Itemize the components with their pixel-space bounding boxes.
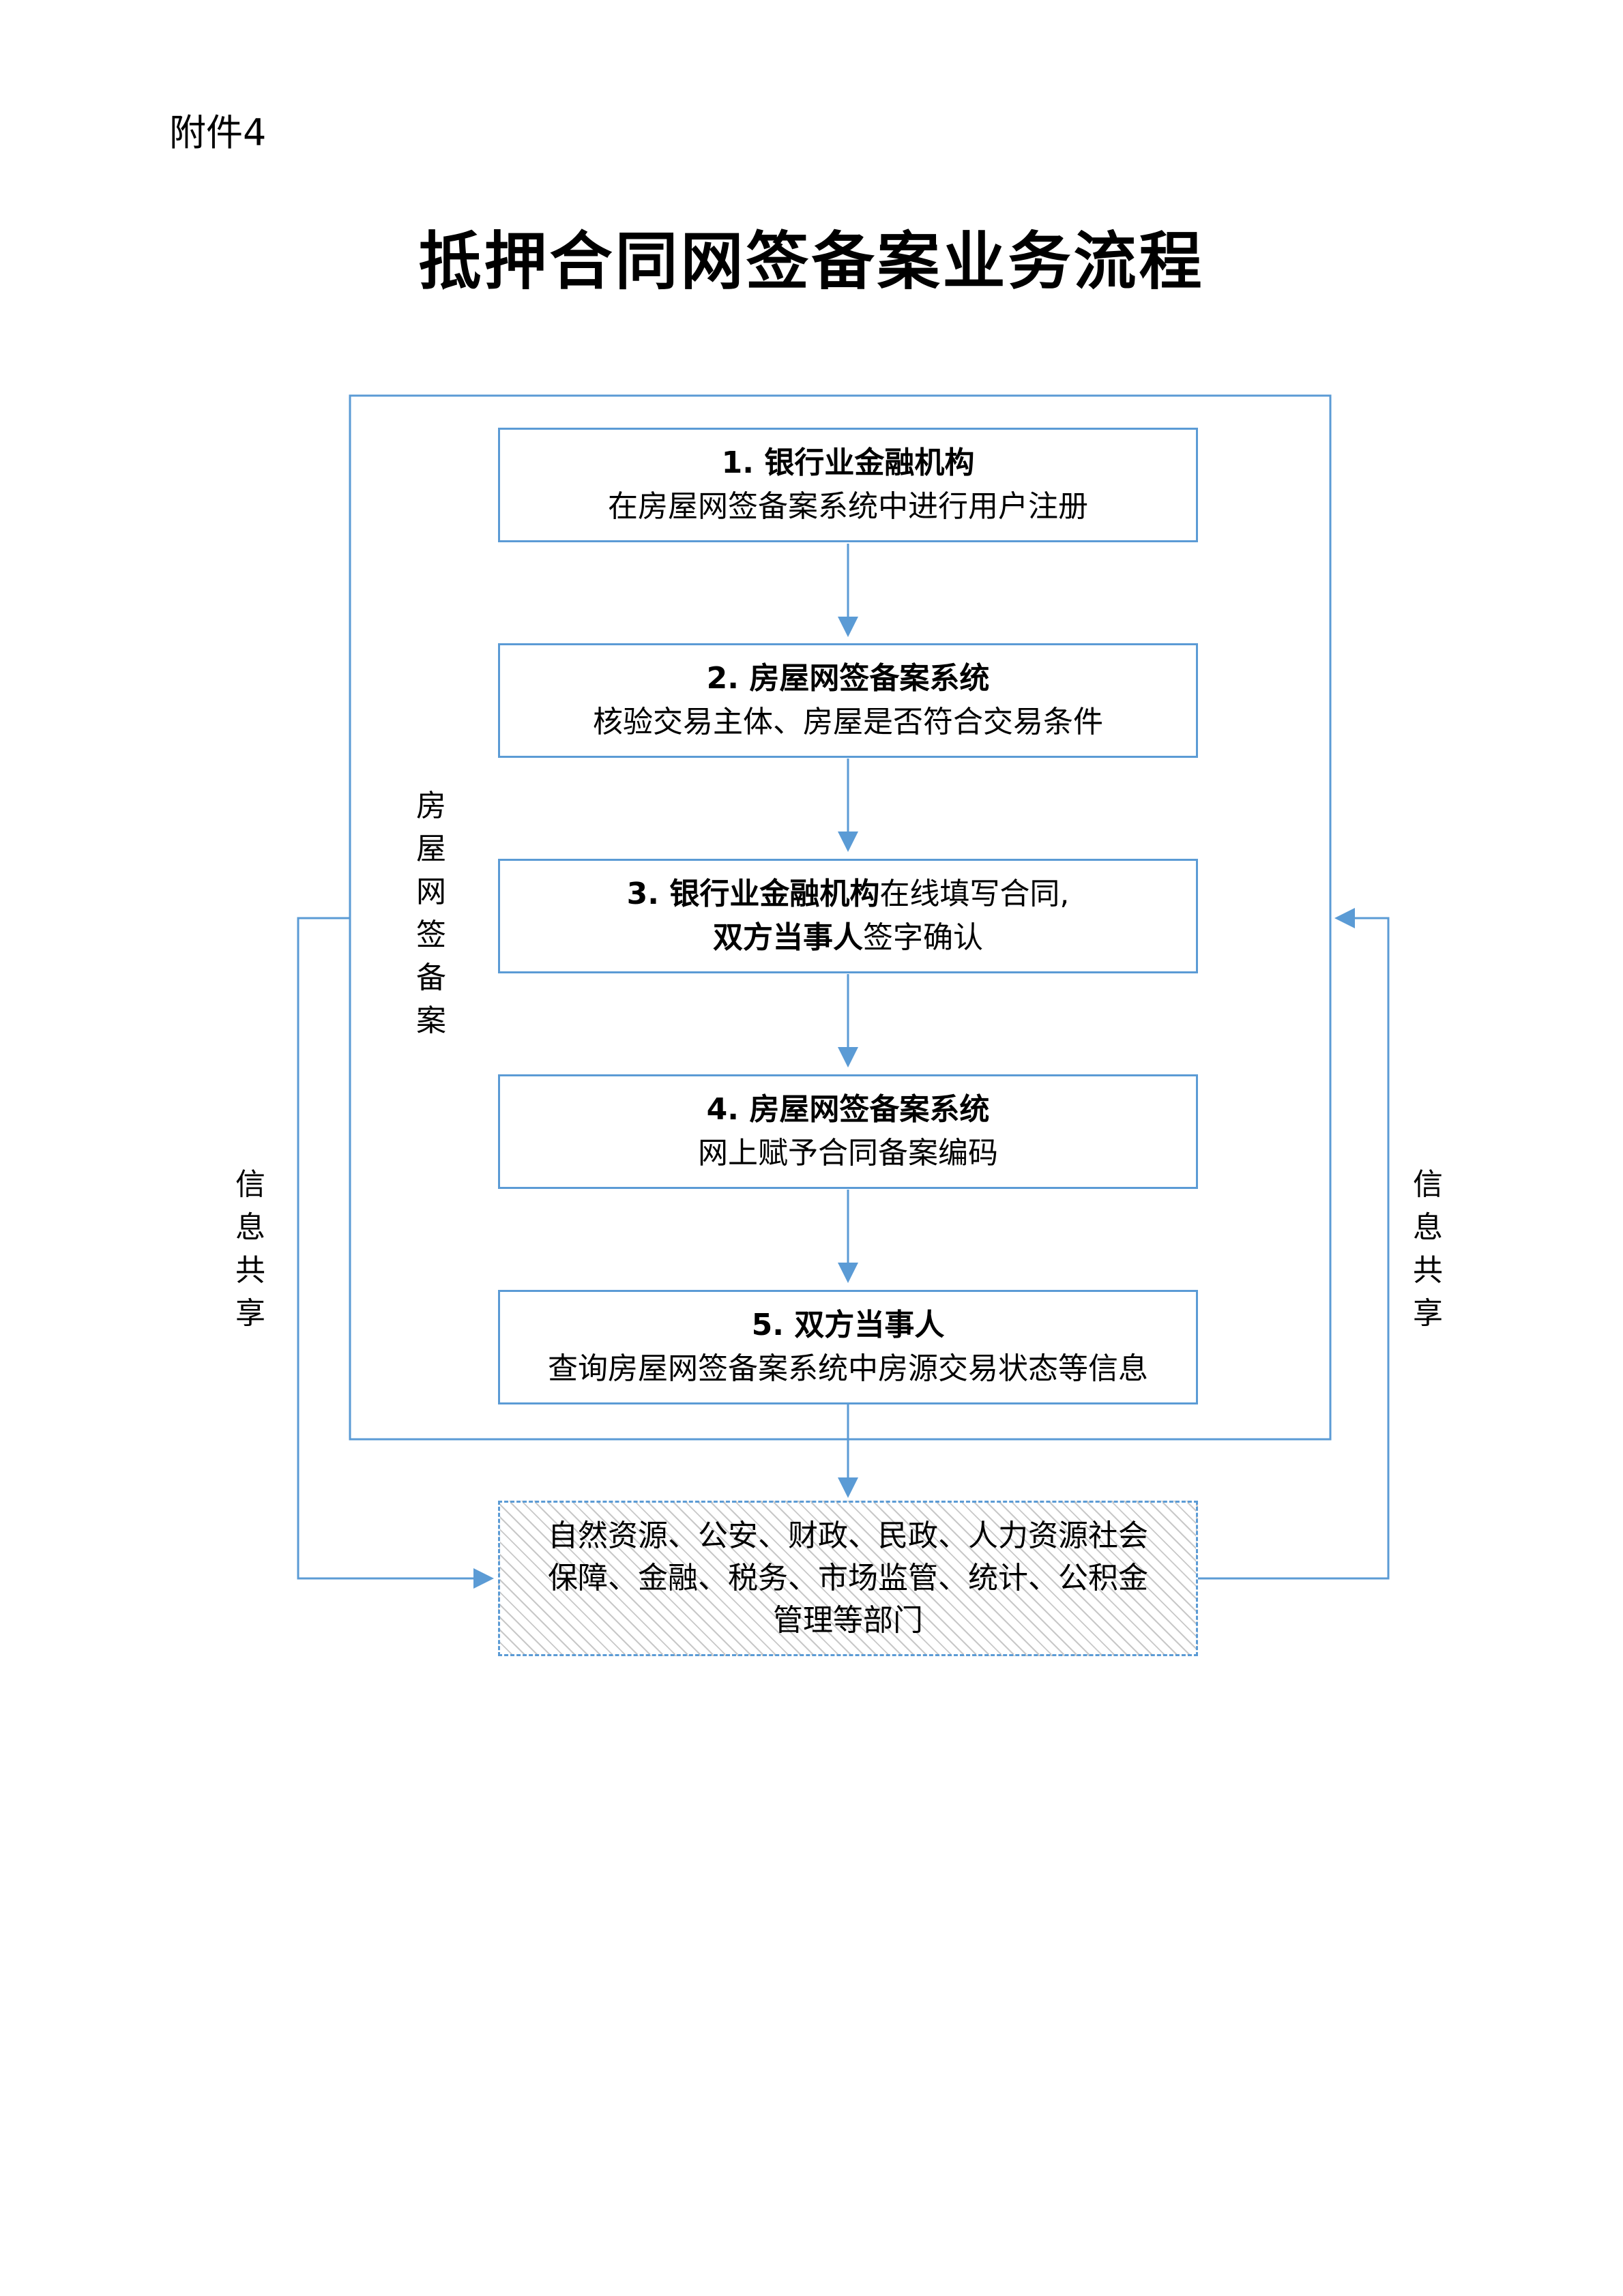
right-info-share-path — [1198, 908, 1390, 1580]
departments-line-1: 自然资源、公安、财政、民政、人力资源社会 — [548, 1518, 1148, 1553]
step-3-actor: 3. 银行业金融机构 — [626, 877, 880, 911]
page-title: 抵押合同网签备案业务流程 — [418, 225, 1205, 298]
step-4-desc: 网上赋予合同备案编码 — [698, 1136, 998, 1171]
step-3-parties: 双方当事人 — [713, 920, 863, 955]
step-3-line1: 3. 银行业金融机构在线填写合同, — [627, 872, 1070, 916]
step-3-confirm: 签字确认 — [863, 920, 983, 955]
left-info-share-path — [297, 917, 494, 1589]
step-2-box: 2. 房屋网签备案系统 核验交易主体、房屋是否符合交易条件 — [498, 643, 1198, 758]
step-2-desc: 核验交易主体、房屋是否符合交易条件 — [593, 705, 1103, 739]
step-5-box: 5. 双方当事人 查询房屋网签备案系统中房源交易状态等信息 — [498, 1290, 1198, 1404]
departments-line-3: 管理等部门 — [773, 1603, 923, 1638]
step-5-title: 5. 双方当事人 — [751, 1308, 945, 1342]
info-share-left-label: 信息共享 — [235, 1167, 265, 1331]
step-1-title: 1. 银行业金融机构 — [721, 445, 975, 480]
step-3-action: 在线填写合同, — [879, 877, 1070, 911]
side-label-house-system: 房屋网签备案 — [416, 789, 446, 1038]
step-5-desc: 查询房屋网签备案系统中房源交易状态等信息 — [548, 1351, 1148, 1386]
info-share-right-label: 信息共享 — [1413, 1167, 1443, 1331]
step-1-desc: 在房屋网签备案系统中进行用户注册 — [608, 489, 1088, 524]
step-4-box: 4. 房屋网签备案系统 网上赋予合同备案编码 — [498, 1074, 1198, 1189]
step-4-title: 4. 房屋网签备案系统 — [706, 1092, 990, 1127]
step-3-line2: 双方当事人签字确认 — [713, 916, 983, 960]
attachment-label: 附件4 — [169, 111, 267, 154]
departments-line-2: 保障、金融、税务、市场监管、统计、公积金 — [548, 1561, 1148, 1595]
departments-text: 自然资源、公安、财政、民政、人力资源社会 保障、金融、税务、市场监管、统计、公积… — [541, 1515, 1155, 1642]
step-3-box: 3. 银行业金融机构在线填写合同, 双方当事人签字确认 — [498, 859, 1198, 973]
departments-box: 自然资源、公安、财政、民政、人力资源社会 保障、金融、税务、市场监管、统计、公积… — [498, 1501, 1198, 1656]
step-1-box: 1. 银行业金融机构 在房屋网签备案系统中进行用户注册 — [498, 428, 1198, 542]
step-2-title: 2. 房屋网签备案系统 — [706, 661, 990, 696]
